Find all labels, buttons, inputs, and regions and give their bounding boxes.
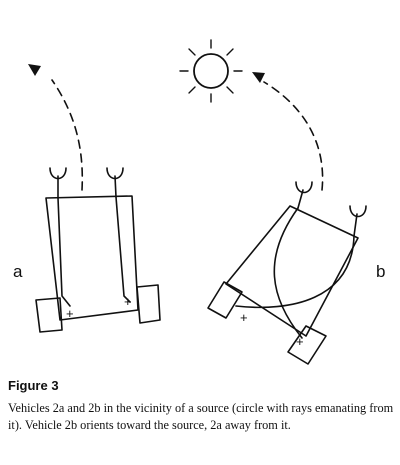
vehicle-a-left-plus: + [66, 306, 74, 321]
vehicle-b-label: b [376, 262, 386, 281]
vehicle-b-right-wheel [287, 325, 327, 365]
vehicle-a [28, 64, 161, 333]
vehicle-a-label: a [13, 262, 23, 281]
vehicle-a-right-connection [115, 196, 131, 303]
vehicle-a-right-plus: + [124, 294, 132, 309]
vehicle-b-left-plus: + [240, 310, 248, 325]
vehicle-a-left-sensor [49, 167, 67, 180]
vehicle-a-right-sensor [106, 167, 124, 180]
figure-caption: Vehicles 2a and 2b in the vicinity of a … [8, 401, 394, 432]
vehicle-a-path-arrowhead [28, 64, 41, 76]
vehicle-b-body [225, 205, 359, 337]
vehicle-a-left-connection [57, 197, 71, 307]
vehicle-b-crossed-connection-1 [273, 207, 303, 339]
vehicle-a-left-wheel [35, 297, 63, 333]
vehicle-b-right-plus: + [296, 334, 304, 349]
vehicle-b-path [263, 81, 324, 191]
vehicle-b-right-sensor [349, 205, 367, 218]
vehicle-a-right-wheel [136, 284, 161, 324]
vehicle-a-body [45, 195, 139, 321]
vehicle-b-left-sensor [295, 181, 313, 194]
vehicle-b-path-arrowhead [252, 72, 265, 83]
vehicle-b-crossed-connection-2 [235, 235, 355, 309]
vehicle-b-left-wheel [207, 281, 243, 319]
figure-title: Figure 3 [8, 378, 59, 393]
vehicle-b [207, 72, 367, 365]
vehicle-a-path [51, 79, 84, 191]
sun-icon [179, 39, 243, 103]
